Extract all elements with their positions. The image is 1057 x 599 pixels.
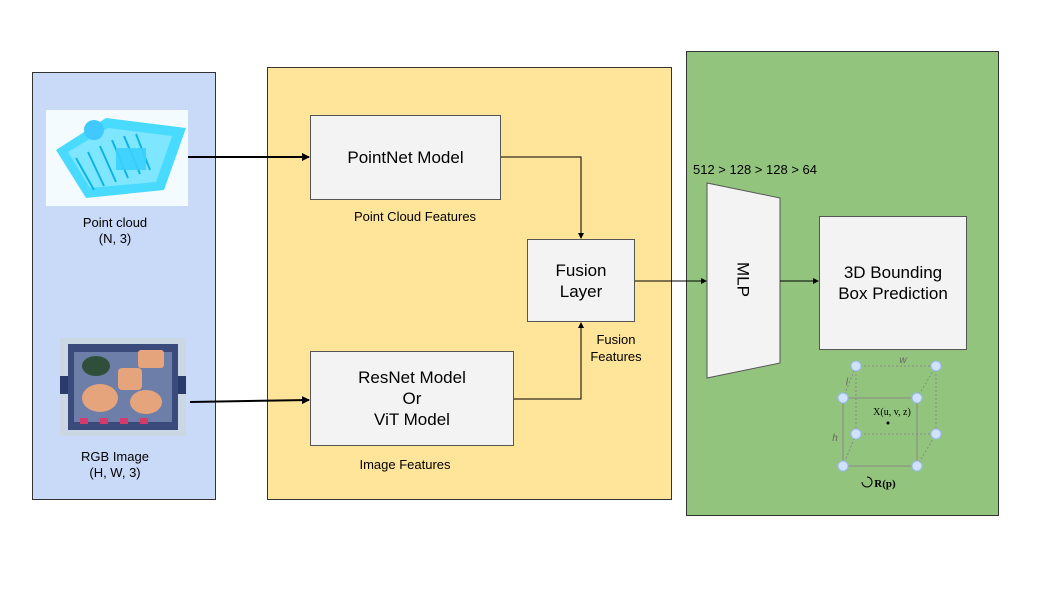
fusion-layer-label: Fusion Layer (555, 260, 607, 301)
fusion-features-label: Fusion Features (590, 332, 642, 364)
mlp-dimensions-label: 512 > 128 > 128 > 64 (693, 162, 817, 177)
bbox-w-label: w (899, 355, 907, 366)
point-cloud-shape: (N, 3) (98, 231, 132, 246)
bbox-l-label: l (845, 377, 849, 388)
rgb-image-shape: (H, W, 3) (89, 465, 141, 480)
mlp-label: MLP (733, 262, 753, 297)
pointnet-model-box: PointNet Model (310, 115, 501, 200)
fusion-layer-box: Fusion Layer (527, 239, 635, 322)
point-cloud-label: Point cloud (82, 215, 148, 230)
resnet-vit-model-label: ResNet Model Or ViT Model (358, 368, 466, 429)
bbox-prediction-label: 3D Bounding Box Prediction (838, 263, 948, 303)
bbox-rotation-label: R(p) (874, 478, 896, 490)
point-cloud-features-label: Point Cloud Features (353, 209, 477, 224)
rgb-image (60, 338, 186, 436)
resnet-vit-model-box: ResNet Model Or ViT Model (310, 351, 514, 446)
point-cloud-image (46, 110, 188, 206)
pointnet-model-label: PointNet Model (347, 148, 464, 167)
bbox-h-label: h (832, 433, 838, 444)
rgb-image-label: RGB Image (81, 449, 149, 464)
bbox-prediction-box: 3D Bounding Box Prediction (819, 216, 967, 350)
image-features-label: Image Features (359, 457, 451, 472)
bbox-center-label: X(u, v, z) (873, 407, 911, 418)
